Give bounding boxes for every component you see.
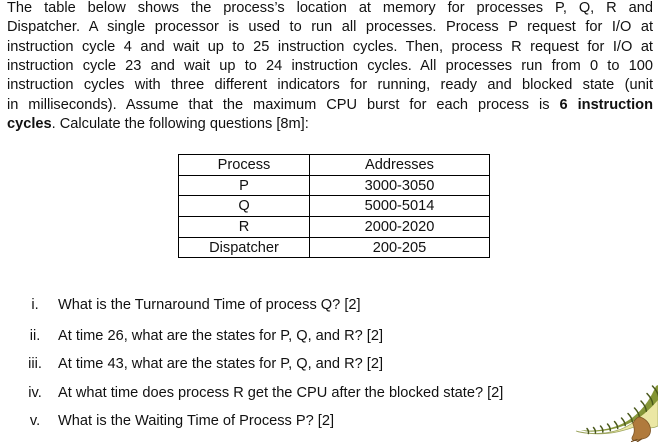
question-number: iv. <box>28 385 42 401</box>
intro-paragraph-line: instruction cycle 23 and wait up to 24 i… <box>7 58 653 75</box>
table-row: P 3000-3050 <box>178 174 490 197</box>
question-number: ii. <box>29 328 41 344</box>
question-text: What is the Waiting Time of Process P? [… <box>58 413 335 429</box>
intro-bold-segment: cycles <box>7 116 52 133</box>
addresses-cell: 3000-3050 <box>309 174 490 197</box>
dinosaur-illustration-image <box>575 385 658 442</box>
intro-paragraph-line: cycles. Calculate the following question… <box>7 115 653 134</box>
question-text: At what time does process R get the CPU … <box>58 385 504 401</box>
intro-text-segment: in milliseconds). Assume that the maximu… <box>7 96 560 113</box>
intro-bold-segment: 6 instruction <box>559 96 653 113</box>
intro-paragraph-line: in milliseconds). Assume that the maximu… <box>7 96 653 115</box>
intro-paragraph-line: instruction cycles with three different … <box>7 77 653 94</box>
addresses-cell: 2000-2020 <box>309 216 490 238</box>
intro-paragraph: The table below shows the process’s loca… <box>7 0 653 134</box>
process-cell: Dispatcher <box>178 236 310 259</box>
process-cell: R <box>178 216 310 238</box>
process-cell: Q <box>178 195 310 218</box>
table-row: Q 5000-5014 <box>178 195 490 218</box>
column-header-process: Process <box>178 154 310 176</box>
table-header-row: Process Addresses <box>178 154 490 176</box>
process-cell: P <box>178 174 310 197</box>
question-text: What is the Turnaround Time of process Q… <box>58 297 361 313</box>
table-row: Dispatcher 200-205 <box>178 236 490 259</box>
question-number: iii. <box>28 356 42 372</box>
column-header-addresses: Addresses <box>309 154 490 176</box>
intro-paragraph-line: Dispatcher. A single processor is used t… <box>7 19 653 36</box>
question-text: At time 43, what are the states for P, Q… <box>58 356 384 372</box>
memory-table: Process Addresses P 3000-3050 Q 5000-501… <box>178 154 490 259</box>
intro-paragraph-line: instruction cycle 4 and wait up to 25 in… <box>7 38 653 55</box>
question-number: v. <box>29 413 41 429</box>
table-row: R 2000-2020 <box>178 216 490 238</box>
addresses-cell: 200-205 <box>309 236 490 259</box>
intro-text-segment: . Calculate the following questions [8m]… <box>51 116 309 133</box>
addresses-cell: 5000-5014 <box>309 195 490 218</box>
question-text: At time 26, what are the states for P, Q… <box>58 328 384 344</box>
question-number: i. <box>31 297 39 313</box>
intro-paragraph-line: The table below shows the process’s loca… <box>7 0 653 16</box>
